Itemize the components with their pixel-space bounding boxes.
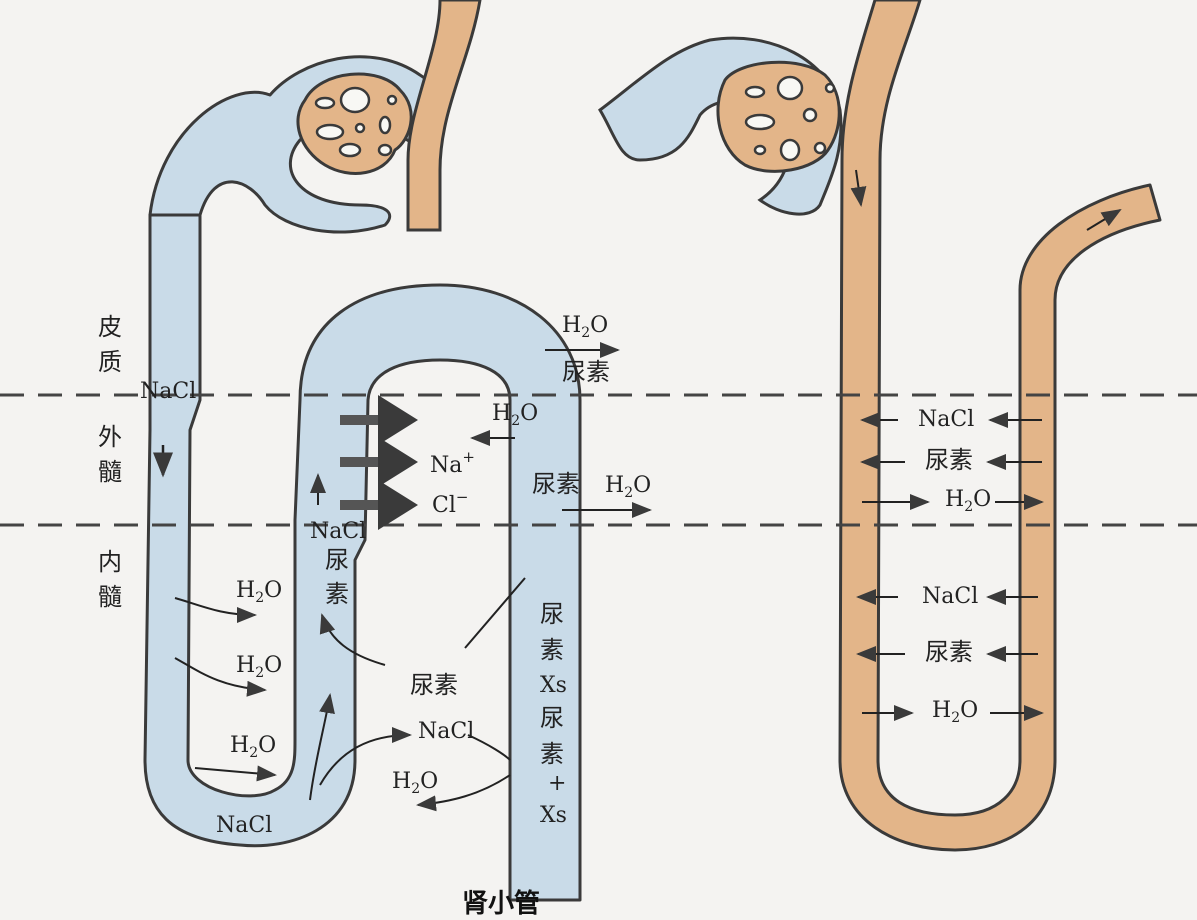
vr-h2o-2: H2O: [932, 698, 978, 726]
xs-label-duct-2: Xs: [540, 803, 567, 828]
vr-nacl-1: NaCl: [918, 407, 974, 432]
nephron-tubule: [143, 55, 582, 902]
right-labels: NaCl 尿素 H2O NaCl 尿素 H2O: [856, 407, 1044, 726]
h2o-label-outer-2: H2O: [605, 473, 651, 501]
xs-label-duct-1: Xs: [540, 673, 567, 698]
vr-urea-1: 尿素: [925, 446, 973, 474]
urea-label-thin-1: 尿: [325, 546, 349, 574]
h2o-label-3: H2O: [230, 733, 276, 761]
na-ion-label: Na+: [430, 448, 475, 478]
vasa-recta: [716, 0, 1162, 852]
h2o-label-2: H2O: [236, 653, 282, 681]
zone-label-outer-medulla-2: 髓: [98, 458, 122, 486]
urea-label-duct-2b: 素: [540, 740, 564, 768]
nacl-label-ascending: NaCl: [140, 379, 196, 404]
nacl-label-thin-ascending: NaCl: [310, 519, 366, 544]
zone-label-inner-medulla-1: 内: [98, 548, 122, 576]
zone-labels: 皮 质 外 髓 内 髓: [98, 313, 122, 611]
urea-label-cortex: 尿素: [562, 358, 610, 386]
loop-of-henle: [143, 213, 582, 902]
vr-urea-2: 尿素: [925, 638, 973, 666]
urea-label-outer: 尿素: [532, 470, 580, 498]
h2o-label-1: H2O: [236, 578, 282, 606]
nacl-label-interstitium: NaCl: [418, 719, 474, 744]
vr-nacl-2: NaCl: [922, 584, 978, 609]
h2o-label-outer: H2O: [492, 401, 538, 429]
tubule-title: 肾小管: [462, 889, 540, 919]
cl-ion-label: Cl−: [432, 488, 468, 518]
right-glomerulus-tuft: [716, 60, 841, 173]
left-labels: NaCl H2O H2O H2O NaCl Na+ Cl− NaCl 尿 素 H…: [140, 313, 652, 919]
h2o-label-interstitium: H2O: [392, 769, 438, 797]
nacl-label-bend: NaCl: [216, 813, 272, 838]
urea-label-duct-1a: 尿: [540, 600, 564, 628]
urea-label-duct-1b: 素: [540, 636, 564, 664]
left-glomerulus: [296, 0, 482, 232]
zone-label-inner-medulla-2: 髓: [98, 583, 122, 611]
zone-label-outer-medulla-1: 外: [98, 423, 122, 451]
left-afferent-vessel: [406, 0, 482, 232]
urea-label-duct-2a: 尿: [540, 704, 564, 732]
zone-label-cortex-1: 皮: [98, 313, 122, 341]
plus-label-duct: +: [548, 771, 566, 796]
h2o-label-cortex: H2O: [562, 313, 608, 341]
zone-label-cortex-2: 质: [98, 348, 122, 376]
urea-label-interstitium: 尿素: [410, 671, 458, 699]
vasa-recta-loop: [838, 0, 1162, 852]
zone-boundaries: [0, 393, 1197, 527]
urea-label-thin-2: 素: [325, 580, 349, 608]
vr-h2o-1: H2O: [945, 487, 991, 515]
